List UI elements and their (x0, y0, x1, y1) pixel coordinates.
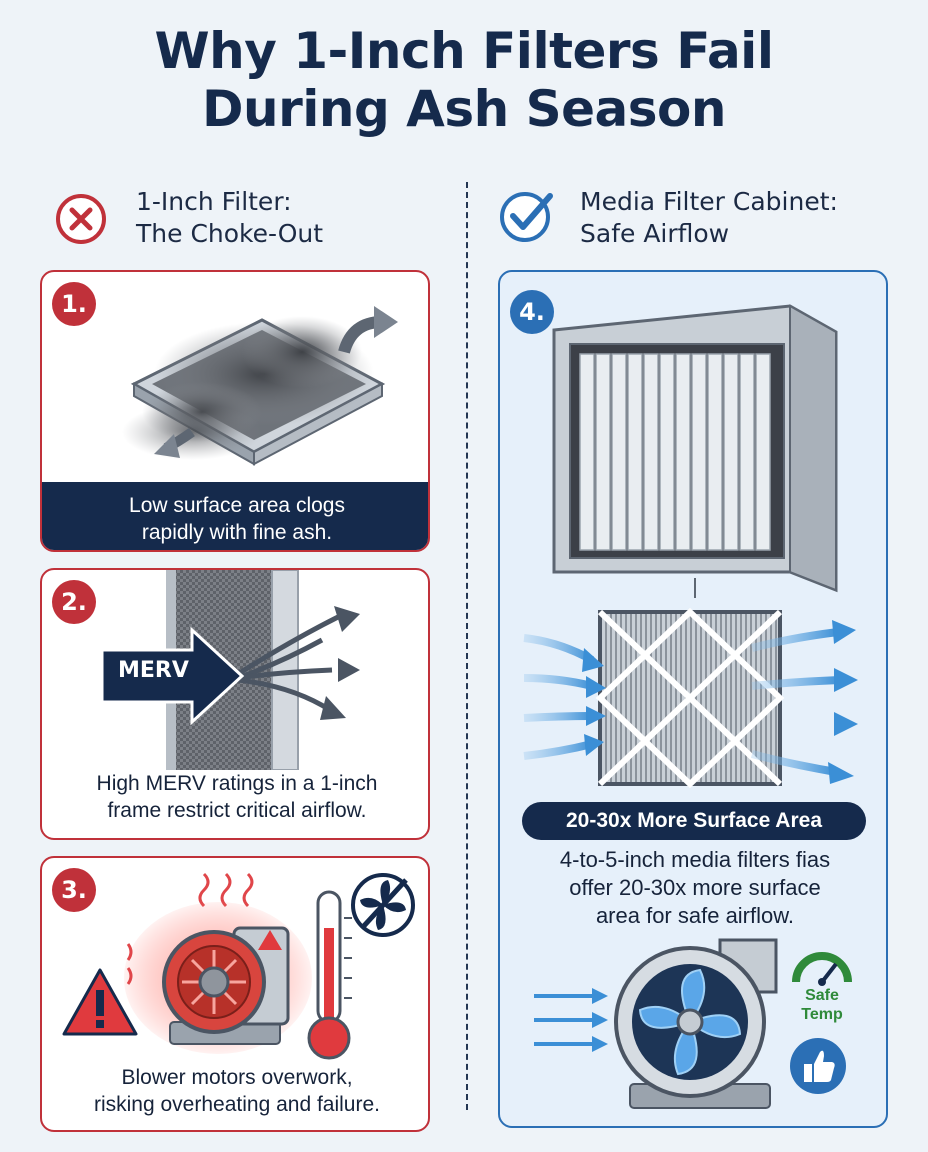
clogged-filter-illustration (122, 306, 398, 466)
panel-1-caption-line1: Low surface area clogs (129, 494, 345, 517)
page-title: Why 1-Inch Filters Fail During Ash Seaso… (0, 22, 928, 138)
surface-area-pill: 20-30x More Surface Area (522, 802, 866, 840)
check-circle-icon (500, 192, 553, 242)
panel-4-caption-line2: offer 20-30x more surface (569, 875, 821, 900)
panel-4-caption-line3: area for safe airflow. (595, 903, 795, 928)
step-badge: 3. (52, 868, 96, 912)
thermometer-icon (307, 890, 352, 1060)
fan-failure-icon (351, 873, 415, 937)
column-divider (466, 182, 468, 1110)
temperature-gauge-icon (792, 952, 852, 986)
media-filter-cabinet-illustration (552, 304, 838, 598)
panel-3-caption: Blower motors overwork, risking overheat… (42, 1064, 428, 1118)
left-header-line1: 1-Inch Filter: (136, 187, 292, 216)
panel-1-caption-line2: rapidly with fine ash. (141, 521, 333, 544)
merv-arrow-label: MERV (118, 658, 189, 683)
merv-airflow-illustration (100, 570, 360, 770)
page-title-line2: During Ash Season (201, 80, 727, 138)
step-badge: 4. (510, 290, 554, 334)
pleated-filter-airflow-illustration (523, 608, 858, 788)
right-header-line2: Safe Airflow (580, 219, 730, 248)
page-title-line1: Why 1-Inch Filters Fail (154, 22, 774, 80)
step-badge: 1. (52, 282, 96, 326)
panel-2-caption-line2: frame restrict critical airflow. (107, 799, 367, 822)
x-circle-icon (56, 194, 106, 244)
panel-merv-restriction: 2. MERV High MERV ratings in a 1-inch fr… (40, 568, 430, 840)
safe-temp-line2: Temp (801, 1006, 843, 1023)
panel-blower-overwork: 3. (40, 856, 430, 1132)
panel-2-caption: High MERV ratings in a 1-inch frame rest… (42, 770, 428, 824)
panel-3-caption-line2: risking overheating and failure. (93, 1093, 380, 1116)
right-column-header: Media Filter Cabinet: Safe Airflow (580, 186, 838, 250)
safe-temp-line1: Safe (805, 987, 839, 1004)
panel-4-caption: 4-to-5-inch media filters fias offer 20-… (500, 846, 886, 930)
step-badge: 2. (52, 580, 96, 624)
safe-blower-illustration (534, 938, 778, 1109)
thumbs-up-icon (790, 1038, 846, 1094)
safe-temp-label: Safe Temp (786, 986, 858, 1024)
panel-clogged-filter: 1. Low surface area clogs rapidly with f… (40, 270, 430, 552)
warning-icon (62, 968, 138, 1036)
panel-1-caption: Low surface area clogs rapidly with fine… (42, 482, 428, 550)
heat-waves-icon (198, 872, 254, 908)
panel-media-filter: 4. (498, 270, 888, 1128)
panel-3-caption-line1: Blower motors overwork, (121, 1066, 353, 1089)
left-column-header: 1-Inch Filter: The Choke-Out (136, 186, 323, 250)
left-header-line2: The Choke-Out (136, 219, 324, 248)
panel-2-caption-line1: High MERV ratings in a 1-inch (96, 772, 378, 795)
overheated-motor-illustration (124, 902, 312, 1054)
right-header-line1: Media Filter Cabinet: (580, 187, 838, 216)
panel-4-caption-line1: 4-to-5-inch media filters fias (559, 847, 831, 872)
